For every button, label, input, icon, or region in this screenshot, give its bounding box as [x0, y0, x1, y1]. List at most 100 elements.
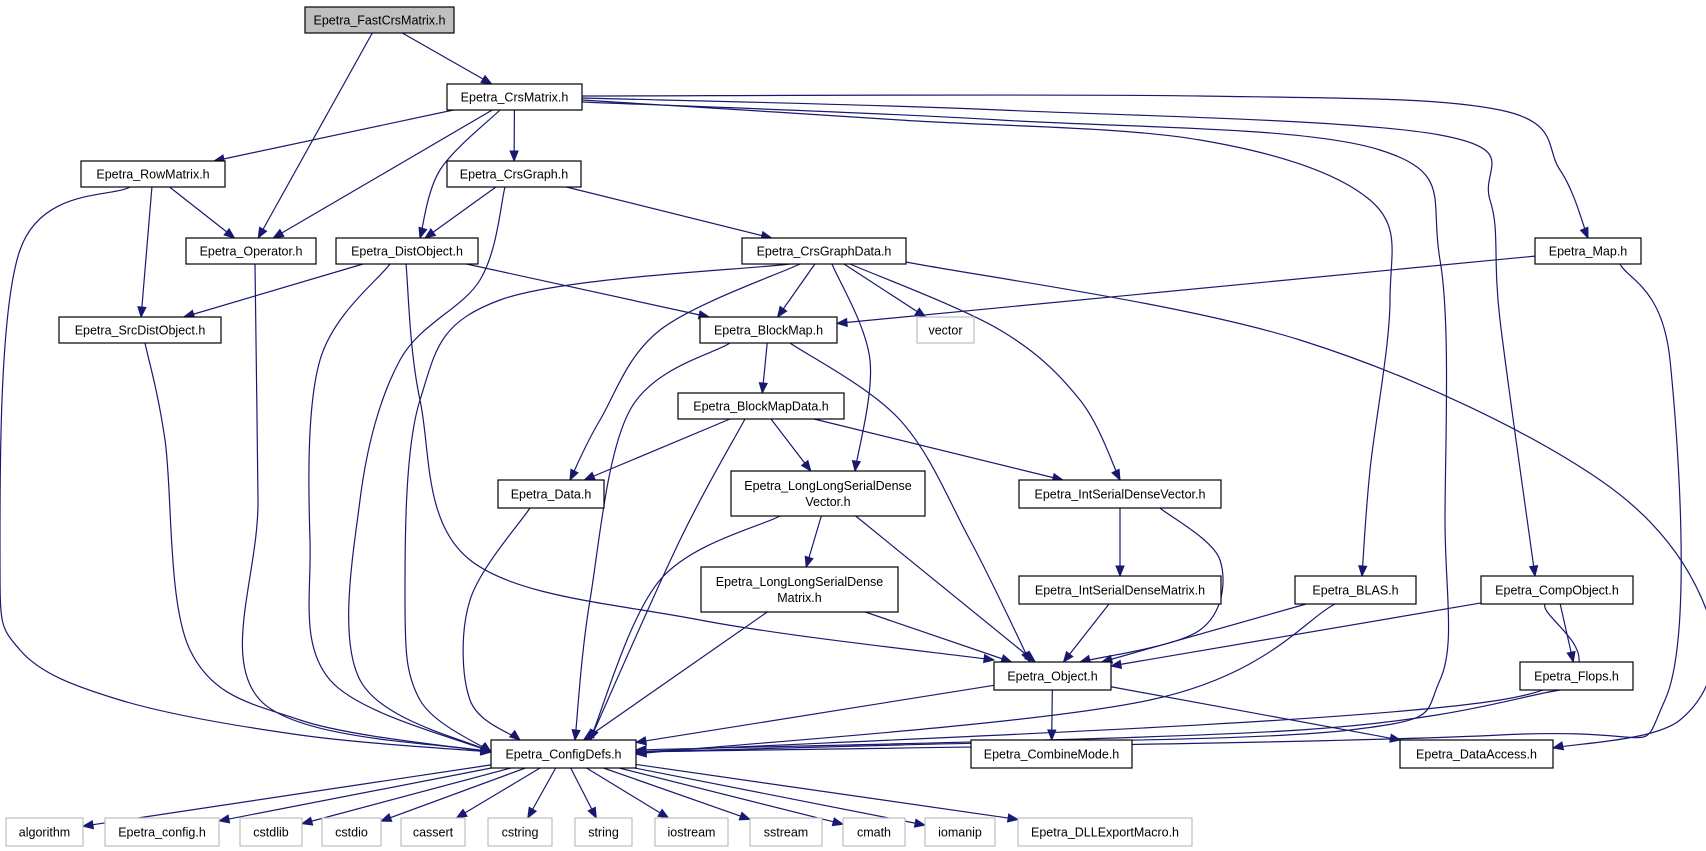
- node-crsgraphdata[interactable]: Epetra_CrsGraphData.h: [741, 237, 907, 265]
- node-box: [1519, 661, 1634, 691]
- node-label: Epetra_Operator.h: [200, 245, 303, 259]
- edge-line: [401, 32, 493, 85]
- node-crsmatrix[interactable]: Epetra_CrsMatrix.h: [446, 83, 583, 111]
- edge-line: [789, 342, 1031, 663]
- node-box: [304, 6, 455, 34]
- arrowhead-icon: [587, 806, 597, 820]
- edge-configdefs-to-iomanip: [634, 767, 927, 828]
- edge-line: [583, 611, 768, 741]
- edge-line: [456, 767, 541, 819]
- edge-line: [404, 263, 791, 753]
- node-box: [446, 160, 582, 188]
- node-combinemode[interactable]: Epetra_CombineMode.h: [970, 739, 1133, 769]
- edge-line: [586, 767, 669, 819]
- edge-crsgraph-to-configdefs: [348, 186, 506, 753]
- node-label: Epetra_BlockMap.h: [714, 324, 823, 338]
- node-isdv[interactable]: Epetra_IntSerialDenseVector.h: [1018, 479, 1222, 509]
- node-compobject[interactable]: Epetra_CompObject.h: [1480, 575, 1634, 605]
- node-blockmapdata[interactable]: Epetra_BlockMapData.h: [677, 392, 845, 420]
- node-dataaccess[interactable]: Epetra_DataAccess.h: [1399, 739, 1554, 769]
- node-box: [1294, 575, 1417, 605]
- node-label: Epetra_IntSerialDenseVector.h: [1035, 488, 1206, 502]
- node-string: string: [574, 817, 633, 847]
- edge-llsdv-to-object: [855, 515, 1037, 663]
- arrowhead-icon: [1111, 468, 1121, 482]
- node-operator[interactable]: Epetra_Operator.h: [185, 237, 317, 265]
- node-vector: vector: [916, 316, 975, 344]
- arrowhead-icon: [800, 459, 812, 473]
- arrowhead-icon: [835, 317, 848, 328]
- edge-line: [424, 186, 497, 239]
- node-label: Epetra_FastCrsMatrix.h: [314, 14, 446, 28]
- edge-data-to-configdefs: [462, 507, 531, 741]
- edge-line: [82, 764, 492, 827]
- node-crsgraph[interactable]: Epetra_CrsGraph.h: [446, 160, 582, 188]
- edge-line: [218, 767, 492, 822]
- node-dllexport: Epetra_DLLExportMacro.h: [1017, 817, 1193, 847]
- node-label: Epetra_CrsGraph.h: [460, 168, 568, 182]
- node-distobject[interactable]: Epetra_DistObject.h: [335, 237, 479, 265]
- arrowhead-icon: [257, 226, 268, 240]
- node-object[interactable]: Epetra_Object.h: [993, 661, 1112, 691]
- edge-line: [348, 186, 506, 753]
- edge-llsdm-to-object: [865, 611, 1013, 664]
- node-label: sstream: [764, 826, 808, 840]
- edge-line: [257, 32, 373, 239]
- edge-object-to-dataaccess: [1110, 686, 1402, 743]
- arrowhead-icon: [1389, 733, 1402, 743]
- node-sstream: sstream: [749, 817, 823, 847]
- edge-distobject-to-object: [405, 263, 996, 664]
- arrowhead-icon: [1006, 813, 1020, 823]
- node-label: Epetra_config.h: [118, 826, 206, 840]
- edge-distobject-to-srcdist: [182, 263, 364, 319]
- edge-llsdm-to-configdefs: [582, 611, 768, 741]
- edge-blas-to-object: [1100, 603, 1307, 664]
- edge-object-to-combinemode: [1047, 689, 1057, 742]
- edge-line: [905, 261, 1706, 749]
- node-srcdist[interactable]: Epetra_SrcDistObject.h: [58, 316, 222, 344]
- node-label: Epetra_Object.h: [1007, 670, 1097, 684]
- node-blas[interactable]: Epetra_BLAS.h: [1294, 575, 1417, 605]
- edge-line: [865, 611, 1012, 663]
- edge-line: [581, 99, 1393, 577]
- node-box: [842, 817, 906, 847]
- node-label: vector: [928, 324, 962, 338]
- edge-srcdist-to-configdefs: [144, 342, 493, 755]
- dependency-edges: [0, 32, 1706, 830]
- node-isdm[interactable]: Epetra_IntSerialDenseMatrix.h: [1018, 575, 1222, 605]
- node-rowmatrix[interactable]: Epetra_RowMatrix.h: [80, 160, 226, 188]
- edge-distobject-to-blockmap: [466, 263, 711, 320]
- node-config: Epetra_config.h: [104, 817, 220, 847]
- node-label: string: [588, 826, 619, 840]
- node-map[interactable]: Epetra_Map.h: [1534, 237, 1642, 265]
- node-box: [677, 392, 845, 420]
- node-cstdlib: cstdlib: [239, 817, 303, 847]
- node-configdefs[interactable]: Epetra_ConfigDefs.h: [490, 739, 637, 769]
- node-data[interactable]: Epetra_Data.h: [497, 479, 605, 509]
- arrowhead-icon: [1000, 654, 1013, 664]
- node-fastcrs[interactable]: Epetra_FastCrsMatrix.h: [304, 6, 455, 34]
- arrowhead-icon: [569, 468, 579, 482]
- node-box: [730, 470, 926, 517]
- arrowhead-icon: [455, 808, 468, 819]
- edge-configdefs-to-config: [217, 767, 492, 824]
- node-box: [487, 817, 553, 847]
- node-blockmap[interactable]: Epetra_BlockMap.h: [699, 316, 838, 344]
- edge-operator-to-configdefs: [241, 263, 493, 755]
- edge-line: [308, 263, 492, 753]
- node-box: [5, 817, 84, 847]
- edge-line: [213, 109, 454, 162]
- edge-crsgraphdata-to-blockmap: [776, 263, 816, 319]
- arrowhead-icon: [1566, 650, 1576, 664]
- node-flops[interactable]: Epetra_Flops.h: [1519, 661, 1634, 691]
- edge-line: [569, 263, 801, 481]
- edge-line: [855, 515, 1036, 663]
- edge-line: [566, 186, 772, 239]
- node-label: Epetra_CrsGraphData.h: [757, 245, 892, 259]
- edge-line: [603, 767, 751, 820]
- edge-line: [635, 603, 1336, 755]
